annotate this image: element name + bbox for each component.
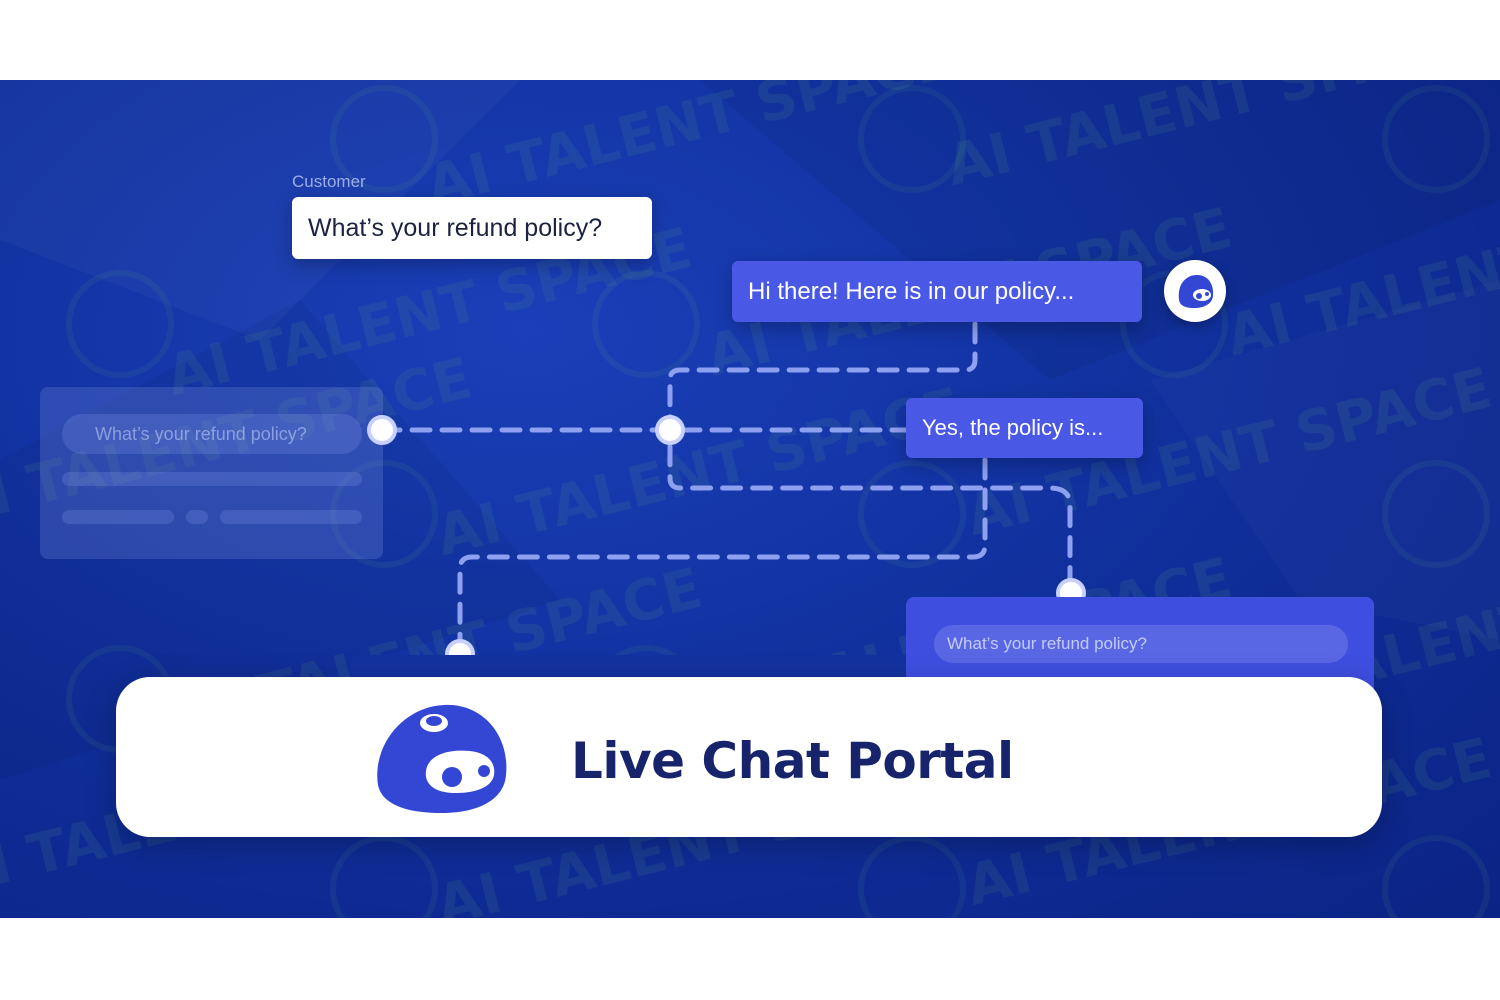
banner-title: Live Chat Portal [571, 732, 1014, 790]
customer-message-bubble: What’s your refund policy? [292, 197, 652, 259]
blue-card-message: What’s your refund policy? [934, 625, 1348, 663]
bot-reply-bubble: Hi there! Here is in our policy... [732, 261, 1142, 322]
chat-bot-icon [1178, 275, 1214, 308]
ghost-placeholder-bar [62, 472, 362, 486]
ghost-card-message: What’s your refund policy? [62, 414, 362, 454]
flow-node [655, 415, 685, 445]
followup-reply-bubble: Yes, the policy is... [906, 398, 1143, 458]
hero-stage: AI TALENT SPACE AI TALENT SPACE AI TALEN… [0, 80, 1500, 918]
chat-bot-logo [377, 704, 507, 813]
background-facets [0, 80, 1500, 780]
flow-node [367, 415, 397, 445]
bot-avatar [1164, 260, 1226, 322]
ghost-placeholder-bar [220, 510, 362, 524]
title-banner: Live Chat Portal [116, 677, 1382, 837]
ghost-chat-card [40, 387, 383, 559]
customer-label: Customer [292, 172, 366, 191]
ghost-placeholder-bar [62, 510, 174, 524]
ghost-placeholder-bar [186, 510, 208, 524]
